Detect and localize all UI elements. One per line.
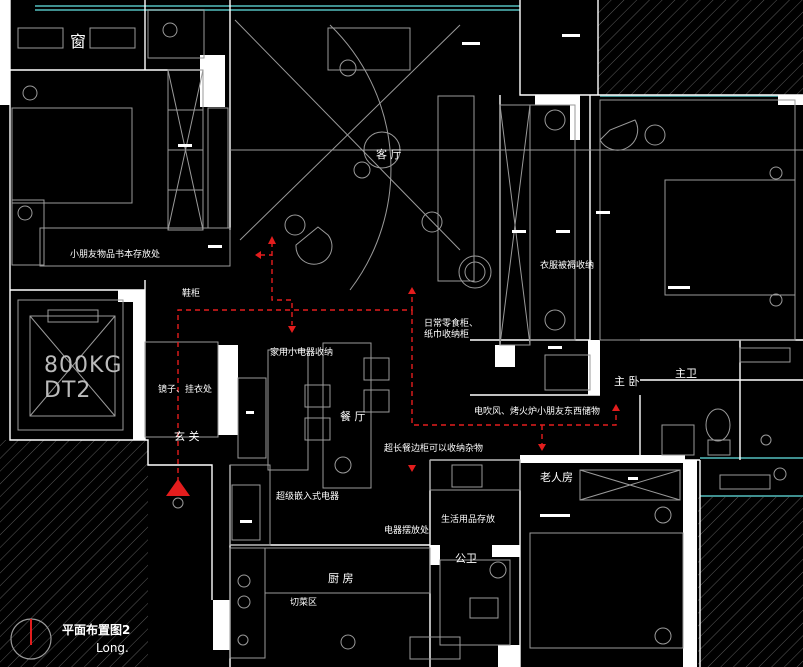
entry-marker bbox=[172, 497, 184, 509]
note-hanger: 镜子、挂衣处 bbox=[158, 385, 213, 395]
entry-label: 玄 关 bbox=[174, 430, 200, 443]
note-daily-items-2: 纸巾收纳柜 bbox=[424, 330, 470, 340]
drawing-author: Long. bbox=[96, 641, 129, 655]
note-shoe: 鞋柜 bbox=[182, 289, 201, 299]
note-tools: 电吹风、烤火炉小朋友东西储物 bbox=[474, 407, 601, 417]
flow-arrowheads bbox=[166, 236, 620, 496]
note-study-storage: 小朋友物品书本存放处 bbox=[70, 250, 161, 260]
note-long-cabinet: 超长餐边柜可以收纳杂物 bbox=[384, 444, 484, 454]
tags bbox=[178, 34, 690, 523]
kitchen-label: 厨 房 bbox=[328, 572, 354, 585]
furniture bbox=[11, 9, 803, 660]
master-bath-label: 主卫 bbox=[675, 367, 697, 380]
note-prep: 切菜区 bbox=[290, 598, 318, 608]
living-room-label: 客 厅 bbox=[376, 148, 402, 161]
elevator-code: DT2 bbox=[44, 378, 92, 403]
note-built-in: 超级嵌入式电器 bbox=[276, 492, 340, 502]
north-arrow-icon bbox=[10, 618, 52, 660]
note-electrical: 电器摆放处 bbox=[384, 526, 430, 536]
drawing-title: 平面布置图2 bbox=[62, 623, 131, 637]
window-label: 窗 bbox=[70, 32, 87, 51]
master-bedroom-label: 主 卧 bbox=[614, 375, 640, 388]
circulation-flow bbox=[177, 242, 617, 482]
note-appliances: 家用小电器收纳 bbox=[270, 348, 334, 358]
elder-room-label: 老人房 bbox=[540, 471, 573, 484]
dining-room-label: 餐 厅 bbox=[340, 410, 366, 423]
note-clothes: 衣服被褥收纳 bbox=[540, 261, 595, 271]
note-daily-items-1: 日常零食柜、 bbox=[424, 319, 479, 329]
public-bath-label: 公卫 bbox=[455, 552, 477, 565]
elevator-capacity: 800KG bbox=[44, 353, 123, 378]
note-daily-goods: 生活用品存放 bbox=[441, 515, 496, 525]
windows bbox=[35, 5, 803, 497]
